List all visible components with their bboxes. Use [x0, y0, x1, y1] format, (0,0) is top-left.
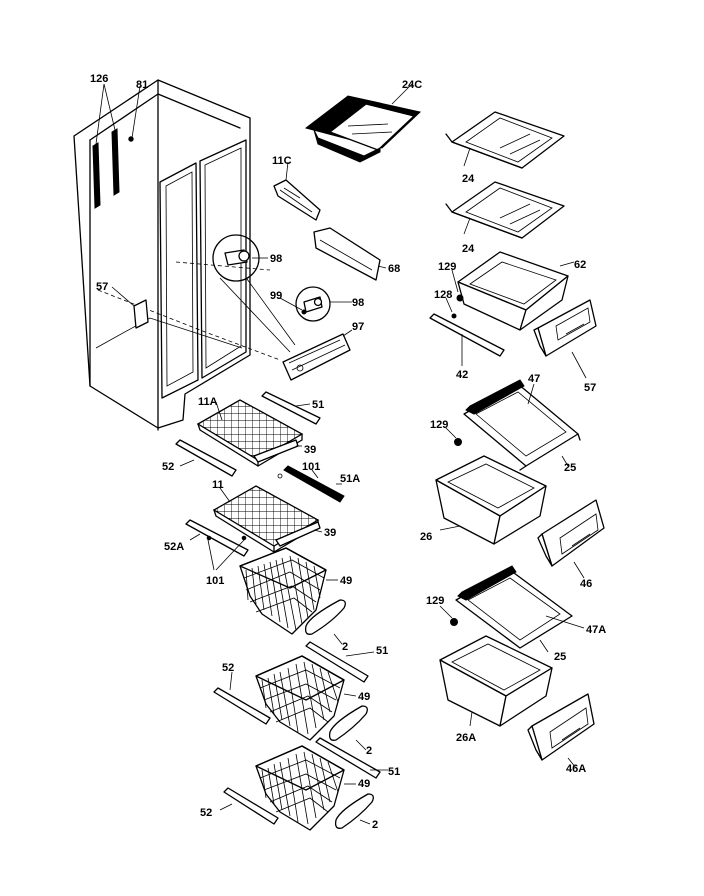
screw-129a: [451, 269, 464, 302]
drawer-26: [435, 455, 547, 545]
label-97: 97: [352, 321, 364, 333]
label-47A: 47A: [586, 624, 606, 636]
label-51a: 51: [312, 399, 324, 411]
shelf-24C: [304, 83, 422, 163]
crisper-cover-57: [533, 299, 597, 379]
shelf-24-upper: [445, 111, 565, 169]
basket-49c: [255, 745, 356, 831]
label-39b: 39: [324, 527, 336, 539]
label-98a: 98: [270, 253, 282, 265]
label-51b: 51: [376, 645, 388, 657]
label-129a: 129: [438, 261, 456, 273]
label-46A: 46A: [566, 763, 586, 775]
label-52a: 52: [162, 461, 174, 473]
lamp-socket-98: [212, 234, 296, 353]
part-labels: 126 81 24C 11C 98 68 57 99 98 97 24 24 1…: [90, 73, 606, 831]
basket-49a: [239, 547, 338, 635]
label-128: 128: [434, 289, 452, 301]
drawer-26A: [439, 635, 553, 727]
label-26A: 26A: [456, 732, 476, 744]
wire-shelf-11A: [196, 399, 304, 467]
refrigerator-cabinet: [73, 79, 281, 431]
label-129b: 129: [430, 419, 448, 431]
rail-51b: [305, 641, 375, 683]
handle-2c: [334, 793, 374, 829]
label-46: 46: [580, 578, 592, 590]
screw-81: [128, 85, 141, 142]
label-42: 42: [456, 369, 468, 381]
light-shield-68: [313, 227, 387, 281]
trim-39b: [275, 521, 323, 547]
cover-assembly-47: [463, 379, 581, 471]
label-62: 62: [574, 259, 586, 271]
label-51c: 51: [388, 766, 400, 778]
label-49a: 49: [340, 575, 352, 587]
rail-52c: [219, 787, 279, 825]
label-26: 26: [420, 531, 432, 543]
label-11C: 11C: [272, 155, 292, 167]
trim-39a: [253, 439, 302, 463]
label-2b: 2: [366, 745, 372, 757]
screw-128: [445, 297, 457, 319]
label-52b: 52: [222, 662, 234, 674]
label-11: 11: [212, 479, 224, 491]
label-57b: 57: [584, 382, 596, 394]
rail-52b: [213, 671, 271, 725]
label-101b: 101: [206, 575, 224, 587]
rail-51A: [277, 465, 345, 503]
label-25b: 25: [554, 651, 566, 663]
label-126: 126: [90, 73, 108, 85]
label-47: 47: [528, 373, 540, 385]
rail-51c: [315, 737, 388, 779]
label-57a: 57: [96, 281, 108, 293]
lamp-socket-98b: [279, 286, 352, 322]
drawer-front-46A: [527, 693, 595, 769]
screw-129b: [445, 427, 462, 446]
screw-129c: [439, 605, 458, 626]
rail-52A: [185, 519, 249, 557]
label-101a: 101: [302, 461, 320, 473]
drawer-front-46: [537, 499, 605, 579]
light-housing-97: [282, 329, 353, 381]
rail-52a: [175, 439, 237, 477]
cover-assembly-47A: [455, 565, 585, 653]
label-11A: 11A: [198, 396, 218, 408]
label-24a: 24: [462, 173, 475, 185]
label-49c: 49: [358, 778, 370, 790]
shelf-24-lower: [445, 181, 565, 239]
label-98b: 98: [352, 297, 364, 309]
label-81: 81: [136, 79, 148, 91]
label-51A: 51A: [340, 473, 360, 485]
door-gasket-strips: [92, 83, 120, 209]
label-49b: 49: [358, 691, 370, 703]
label-99: 99: [270, 290, 282, 302]
rail-42: [429, 313, 505, 366]
label-39a: 39: [304, 444, 316, 456]
basket-49b: [255, 655, 357, 741]
rail-51a: [261, 391, 321, 425]
label-2c: 2: [372, 819, 378, 831]
label-129c: 129: [426, 595, 444, 607]
handle-2b: [328, 705, 368, 751]
label-68: 68: [388, 263, 400, 275]
label-25a: 25: [564, 462, 576, 474]
label-2a: 2: [342, 641, 348, 653]
label-52A: 52A: [164, 541, 184, 553]
label-52c: 52: [200, 807, 212, 819]
bracket-11C: [273, 161, 321, 221]
label-24b: 24: [462, 243, 475, 255]
control-box-57: [111, 286, 149, 329]
screws-101: [206, 535, 247, 571]
handle-2a: [304, 599, 346, 645]
label-24C: 24C: [402, 79, 422, 91]
